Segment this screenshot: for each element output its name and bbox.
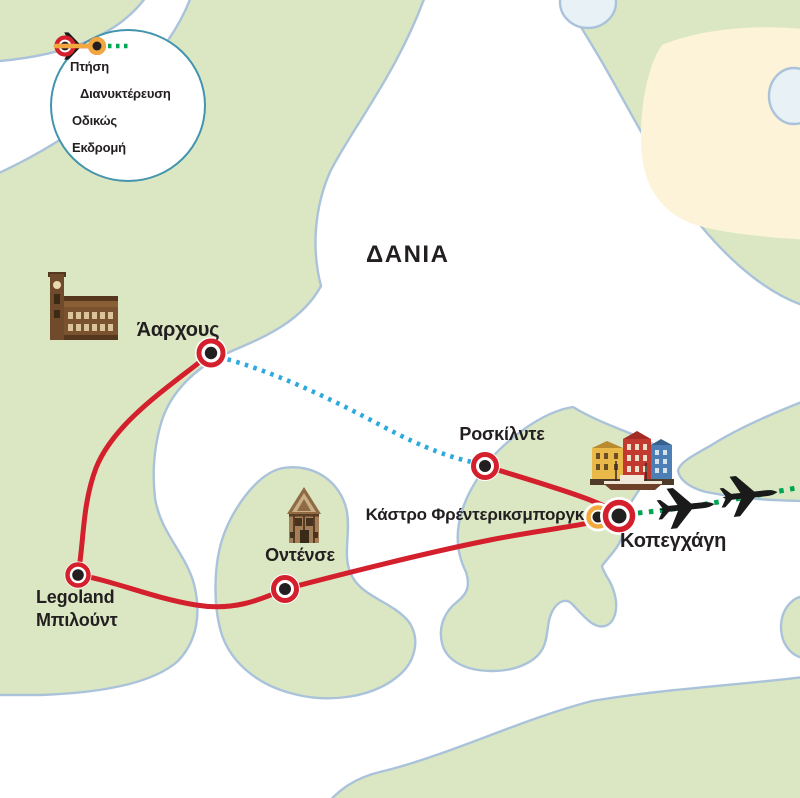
country-label: ΔΑΝΙΑ <box>366 241 450 268</box>
moen-island <box>779 595 800 659</box>
skane-coast <box>676 401 800 503</box>
lake <box>767 66 800 126</box>
excursion-line-icon <box>53 37 106 55</box>
city-label-copenhagen: Κοπεγχάγη <box>620 530 727 552</box>
marker-legoland-overnight <box>64 561 92 589</box>
germany-landmass <box>330 676 800 798</box>
legend-item-excursion: Εκδρομή <box>53 37 204 161</box>
legend-item-flight: Πτήση <box>56 32 204 80</box>
legoland-label-line1: Legoland <box>36 587 115 607</box>
city-label-roskilde: Ροσκίλντε <box>459 424 545 444</box>
marker-odense-overnight <box>270 574 300 604</box>
odense-house-illustration <box>287 487 321 543</box>
road-route-legoland-odense <box>75 572 288 610</box>
legend-item-overnight: Διανυκτέρευση <box>54 35 204 107</box>
legend-label-overnight: Διανυκτέρευση <box>80 85 171 101</box>
map-legend: Πτήση Διανυκτέρευση Οδικώς Εκδρομή <box>50 29 206 182</box>
legend-label-road: Οδικώς <box>72 112 117 128</box>
marker-copenhagen-overnight <box>600 497 638 535</box>
sweden-inland-region <box>640 27 800 240</box>
aarhus-town-hall-illustration <box>48 272 118 340</box>
city-label-frederiksborg: Κάστρο Φρέντερικσμποργκ <box>365 505 585 524</box>
road-route-aarhus-legoland <box>75 350 214 578</box>
legend-label-excursion: Εκδρομή <box>72 139 126 155</box>
lake <box>558 0 618 30</box>
city-label-aarhus: Άαρχους <box>136 319 220 341</box>
flight-route-aarhus-roskilde <box>218 354 478 466</box>
legend-label-flight: Πτήση <box>70 58 109 74</box>
marker-roskilde-overnight <box>470 451 500 481</box>
marker-aarhus-overnight <box>195 337 227 369</box>
legend-item-road: Οδικώς <box>53 37 204 134</box>
nyhavn-houses-illustration <box>590 431 674 490</box>
legoland-label-line2: Μπιλούντ <box>36 610 118 631</box>
road-route-odense-copenhagen <box>282 513 622 592</box>
city-label-odense: Οντένσε <box>265 545 335 565</box>
city-label-legoland: Legoland Μπιλούντ <box>36 586 118 633</box>
